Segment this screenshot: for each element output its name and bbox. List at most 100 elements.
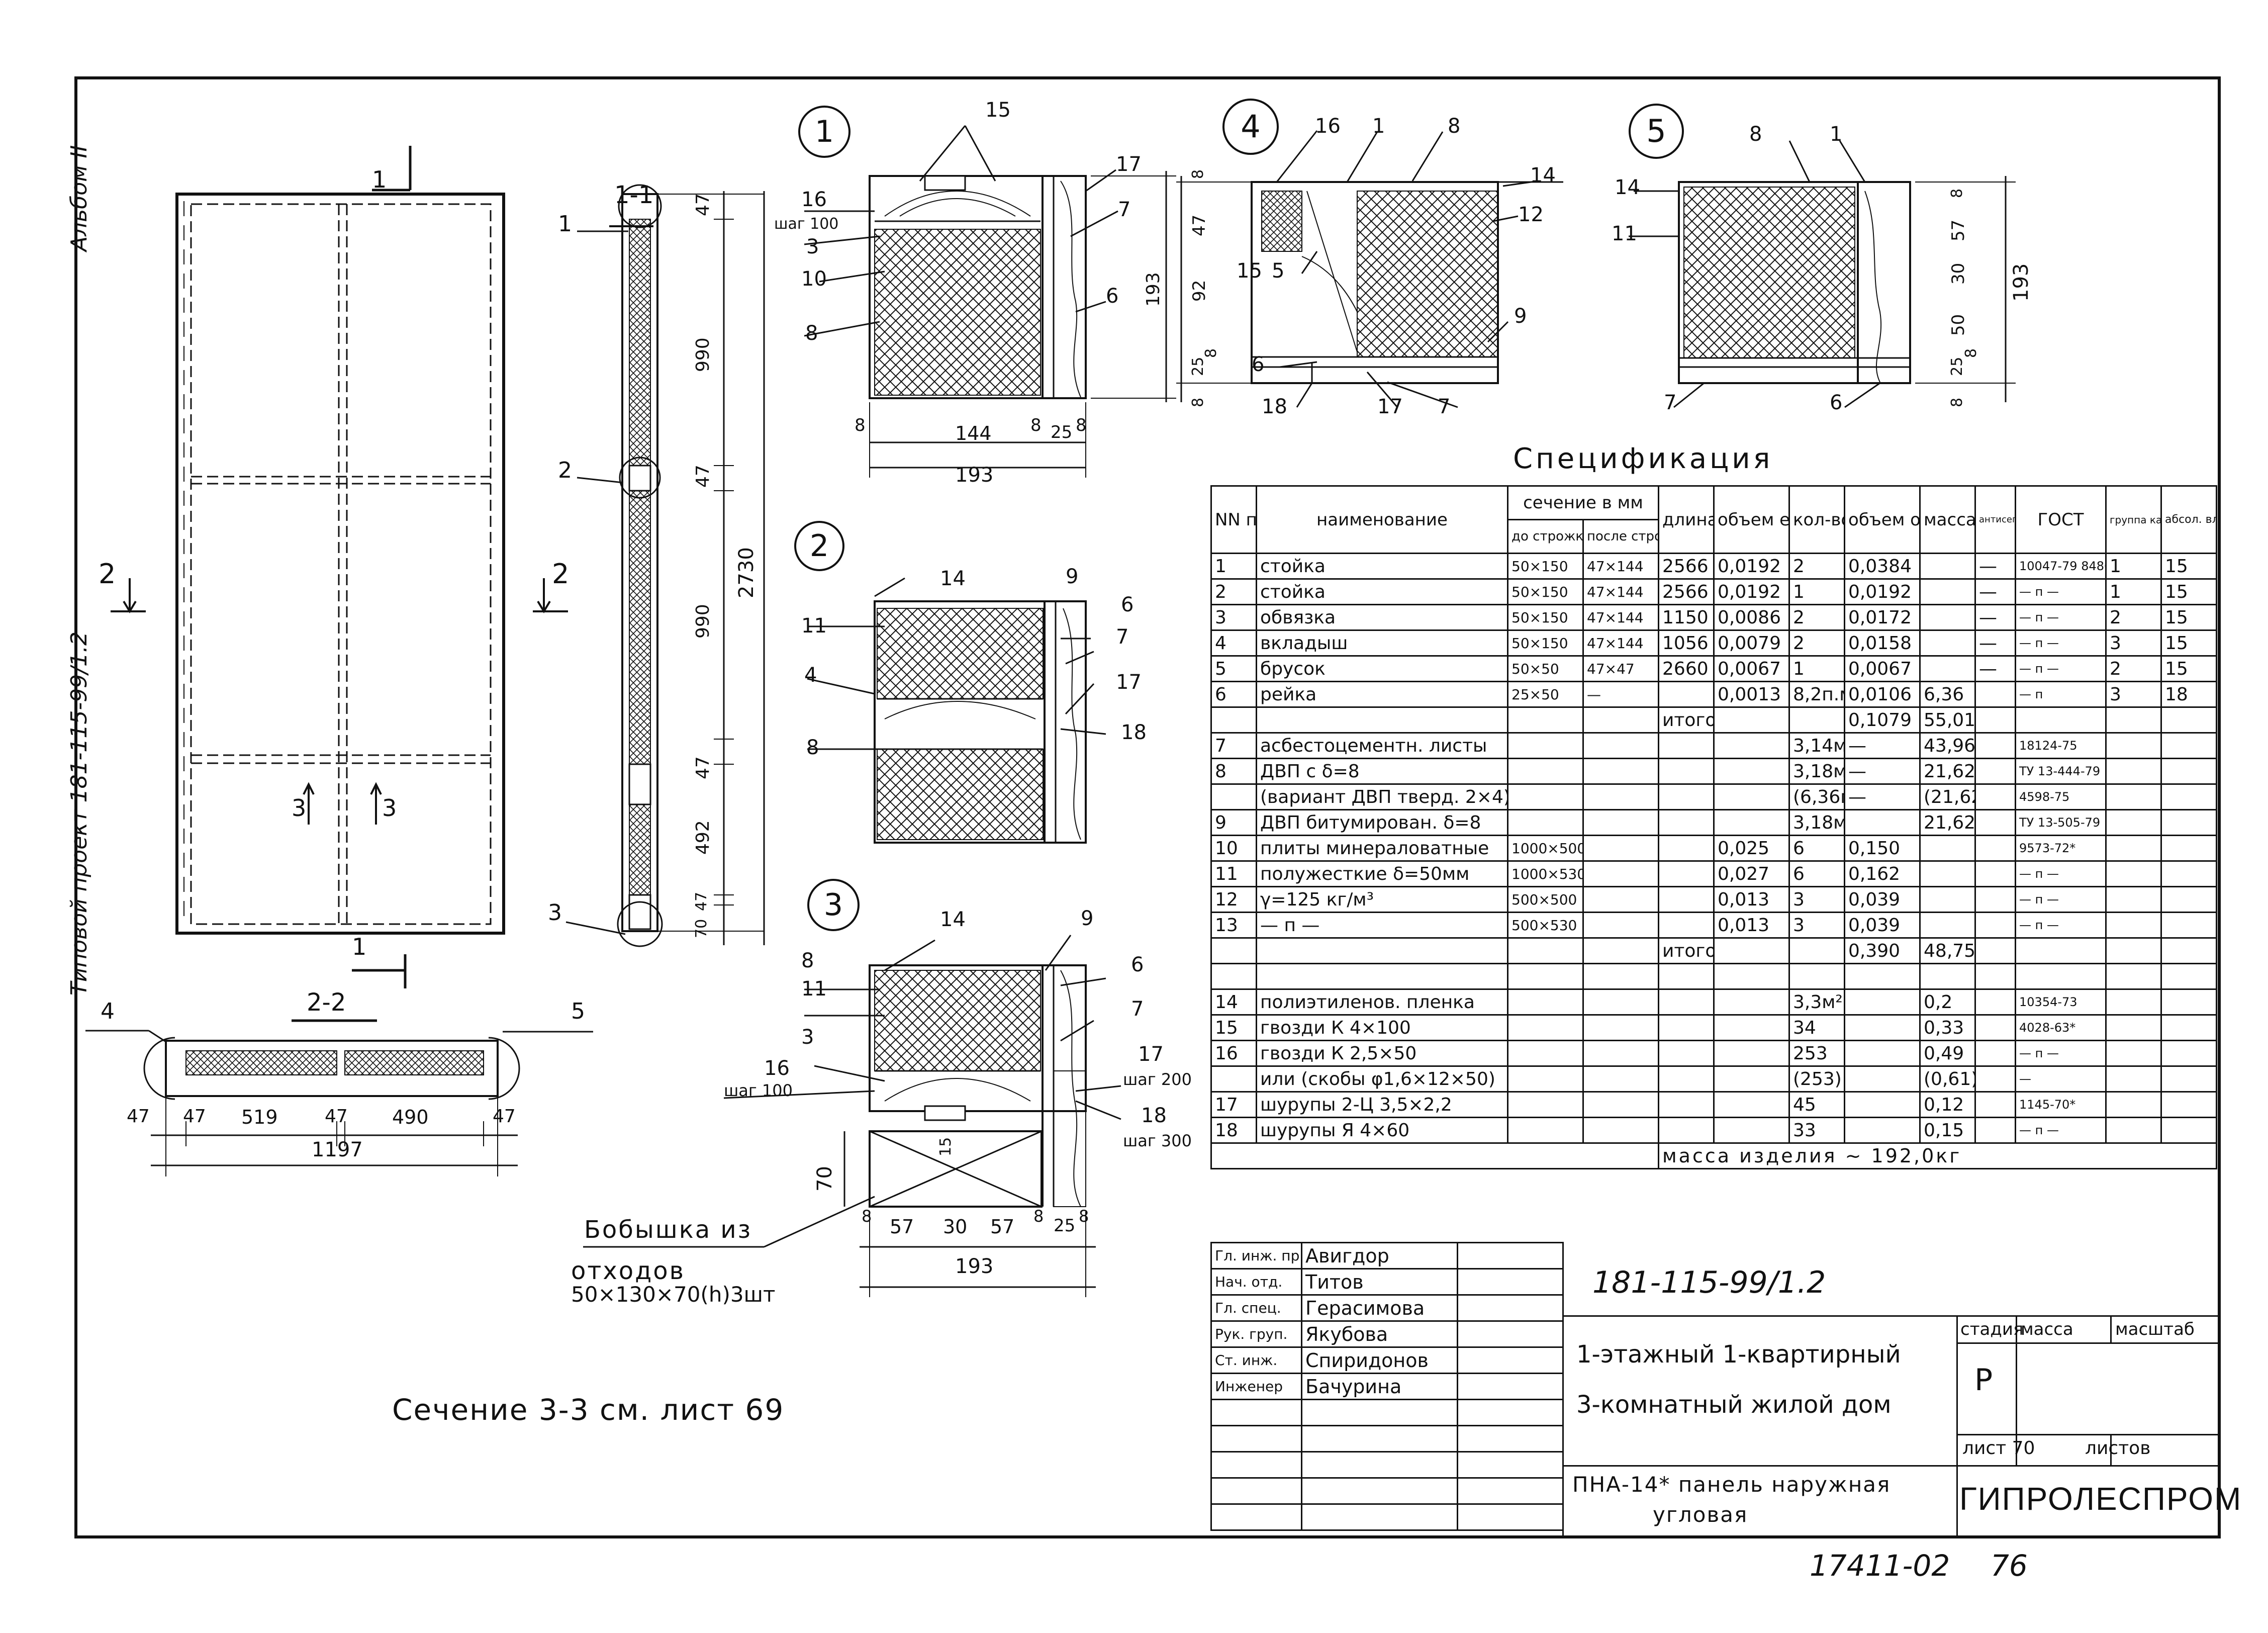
spec-cell-gost: — п: [2015, 681, 2107, 708]
spec-cell-mass: [1919, 553, 1976, 580]
spec-cell-mass: 21,62: [1919, 809, 1976, 836]
footer-page: 76: [1991, 1549, 2028, 1583]
signature-cell: [1457, 1320, 1564, 1348]
spec-cell-num: 12: [1210, 886, 1257, 913]
spec-cell-anti: [1974, 886, 2017, 913]
cut-mark-3-left: 3: [292, 794, 307, 822]
spec-cell-vol_total: 0,162: [1844, 860, 1921, 887]
s11-callout-2: 2: [558, 458, 572, 483]
d2-n7: 7: [1116, 625, 1129, 649]
d5-n1: 1: [1830, 123, 1843, 146]
spec-cell-name: γ=125 кг/м³: [1256, 886, 1508, 913]
spec-cell-vol_unit: [1713, 937, 1790, 964]
spec-cell-name: плиты минераловатные: [1256, 835, 1508, 862]
signature-cell: [1457, 1346, 1564, 1374]
d3-b8c: 8: [1079, 1207, 1089, 1226]
staff-row: Рук. груп.Якубова: [1210, 1320, 1564, 1348]
spec-cell-vol_unit: [1713, 963, 1790, 990]
d2-n4: 4: [804, 664, 817, 687]
staff-name: Титов: [1301, 1268, 1458, 1296]
spec-cell-length: итого: [1658, 937, 1715, 964]
spec-cell-gost: — п —: [2015, 912, 2107, 939]
col-vol-unit: объем един. м³: [1713, 485, 1790, 554]
d5-n6: 6: [1830, 391, 1843, 414]
signature-cell: [1457, 1268, 1564, 1296]
spec-cell-qty: 45: [1788, 1091, 1846, 1118]
spec-cell-before: 500×530: [1507, 912, 1584, 939]
spec-cell-name: стойка: [1256, 578, 1508, 605]
spec-cell-gost: 9573-72*: [2015, 835, 2107, 862]
d3-n8: 8: [801, 949, 814, 972]
spec-cell-after: [1582, 1014, 1660, 1041]
spec-cell-num: 8: [1210, 758, 1257, 785]
side-note: Типовой проект 181-115-99/1.2: [66, 631, 92, 995]
d4-v47: 47: [1189, 214, 1209, 236]
spec-cell-gost: ТУ 13-505-79: [2015, 809, 2107, 836]
d5-n11: 11: [1612, 222, 1637, 245]
spec-cell-before: 500×500: [1507, 886, 1584, 913]
spec-cell-group: 1: [2105, 553, 2162, 580]
drawing-frame: [74, 76, 2221, 1538]
spec-cell-qty: (6,36м²): [1788, 783, 1846, 810]
d5-v8: 8: [1948, 188, 1966, 198]
spec-cell-num: 16: [1210, 1040, 1257, 1067]
spec-cell-group: [2105, 988, 2162, 1016]
spec-cell-vol_total: 0,039: [1844, 912, 1921, 939]
spec-cell-mass: 21,62: [1919, 758, 1976, 785]
spec-cell-vol_total: 0,150: [1844, 835, 1921, 862]
spec-cell-before: [1507, 937, 1584, 964]
d3-b57b: 57: [990, 1216, 1015, 1238]
spec-cell-qty: 3,14м²: [1788, 732, 1846, 759]
spec-cell-vol_unit: 0,0192: [1713, 553, 1790, 580]
spec-cell-mass: [1919, 629, 1976, 657]
d4-n16: 16: [1315, 115, 1341, 138]
spec-cell-anti: —: [1974, 553, 2017, 580]
spec-cell-name: гвозди К 2,5×50: [1256, 1040, 1508, 1067]
spec-cell-length: [1658, 809, 1715, 836]
col-qty: кол-во шт: [1788, 485, 1846, 554]
spec-cell-name: шурупы 2-Ц 3,5×2,2: [1256, 1091, 1508, 1118]
spec-cell-gost: ТУ 13-444-79: [2015, 758, 2107, 785]
staff-role: Ст. инж.: [1210, 1346, 1302, 1374]
d4-v8c: 8: [1189, 397, 1207, 407]
spec-cell-mass: [1919, 578, 1976, 605]
section-2-2: [85, 1019, 593, 1176]
staff-name: Спиридонов: [1301, 1346, 1458, 1374]
cut-mark-2-right: 2: [552, 558, 570, 590]
spec-cell-hum: [2160, 886, 2218, 913]
spec-cell-gost: 4028-63*: [2015, 1014, 2107, 1041]
spec-cell-vol_total: [1844, 963, 1921, 990]
spec-cell-hum: 15: [2160, 604, 2218, 631]
s11-dim-990a: 990: [693, 337, 713, 372]
spec-cell-name: вкладыш: [1256, 629, 1508, 657]
detail-3: [583, 935, 1121, 1297]
spec-cell-num: [1210, 783, 1257, 810]
s22-dim-519: 519: [241, 1106, 278, 1128]
spec-cell-num: [1210, 1065, 1257, 1093]
spec-cell-mass: [1919, 655, 1976, 682]
spec-cell-vol_total: —: [1844, 783, 1921, 810]
d1-n6: 6: [1106, 285, 1119, 308]
detail-5: [1629, 140, 2016, 408]
spec-cell-length: 2660: [1658, 655, 1715, 682]
spec-row: или (скобы φ1,6×12×50)(253)(0,61)—: [1210, 1065, 2218, 1093]
spec-cell-anti: [1974, 1065, 2017, 1093]
col-name: наименование: [1256, 485, 1508, 554]
d2-n11: 11: [801, 614, 827, 638]
spec-cell-group: [2105, 886, 2162, 913]
d4-n8: 8: [1448, 115, 1461, 138]
spec-cell-qty: 3: [1788, 912, 1846, 939]
d3-n11: 11: [801, 977, 827, 1001]
spec-cell-length: [1658, 963, 1715, 990]
spec-cell-mass: 55,01: [1919, 706, 1976, 734]
d1-b25: 25: [1051, 422, 1073, 442]
d3-b193: 193: [955, 1255, 994, 1278]
signature-cell: [1457, 1373, 1564, 1400]
d3-n14: 14: [940, 908, 966, 931]
spec-cell-anti: [1974, 988, 2017, 1016]
spec-cell-name: ДВП битумирован. δ=8: [1256, 809, 1508, 836]
spec-cell-before: [1507, 1040, 1584, 1067]
